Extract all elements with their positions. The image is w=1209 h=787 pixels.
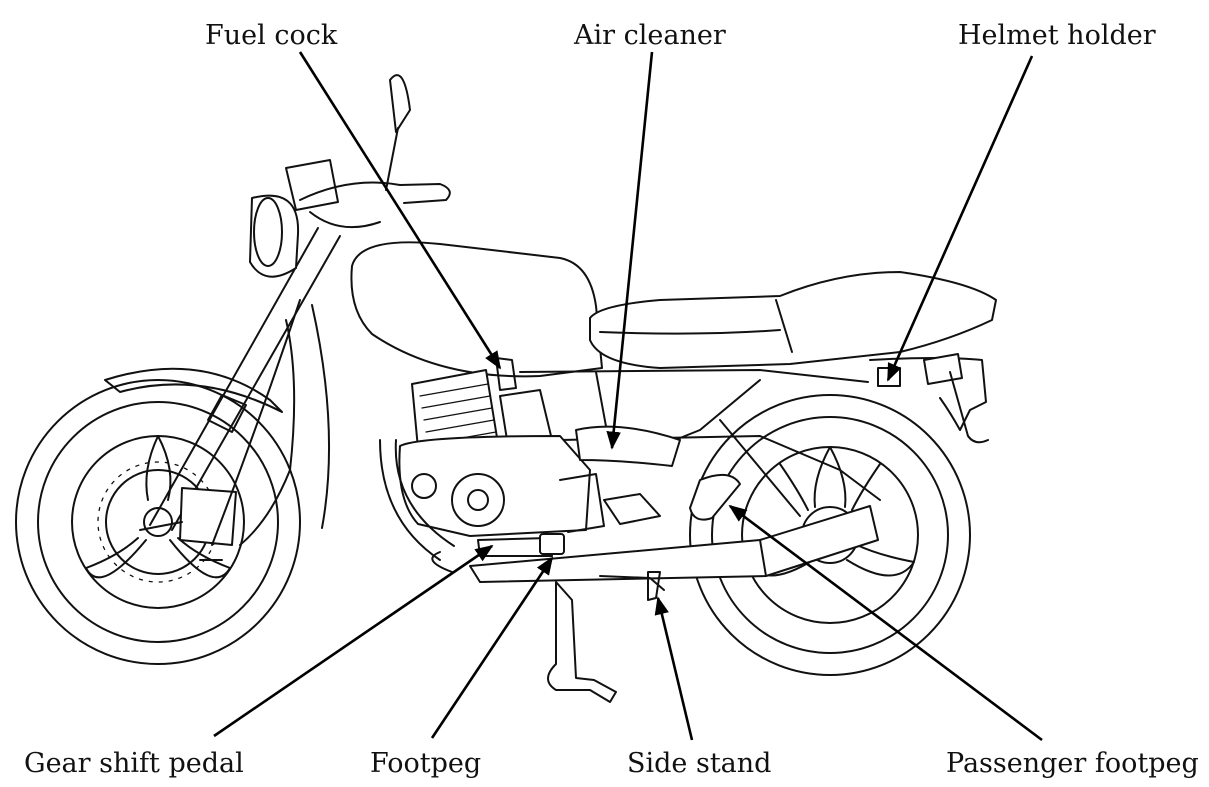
label-footpeg: Footpeg xyxy=(370,748,482,779)
seat xyxy=(589,271,997,369)
label-air-cleaner: Air cleaner xyxy=(574,20,726,51)
front-wheel xyxy=(15,367,301,665)
leader-helmet-holder xyxy=(886,55,1034,382)
label-helmet-holder: Helmet holder xyxy=(958,20,1156,51)
exhaust xyxy=(431,505,879,583)
label-fuel-cock: Fuel cock xyxy=(205,20,338,51)
leader-air-cleaner xyxy=(606,51,654,450)
engine xyxy=(379,357,681,561)
leader-passenger-footpeg xyxy=(728,504,1043,742)
label-side-stand: Side stand xyxy=(627,748,772,779)
center-stand xyxy=(547,571,665,703)
leader-footpeg xyxy=(430,556,554,739)
label-passenger-footpeg: Passenger footpeg xyxy=(946,748,1199,779)
leader-side-stand xyxy=(654,596,694,741)
leader-fuel-cock xyxy=(298,51,502,370)
tail-section xyxy=(869,353,989,444)
leader-gear-shift-pedal xyxy=(213,544,494,738)
front-fork xyxy=(139,227,341,561)
footpegs-and-pedals xyxy=(477,473,741,557)
leader-lines xyxy=(213,51,1043,742)
label-gear-shift-pedal: Gear shift pedal xyxy=(24,748,244,779)
headlight-cluster xyxy=(249,74,451,278)
fuel-tank xyxy=(350,241,603,378)
